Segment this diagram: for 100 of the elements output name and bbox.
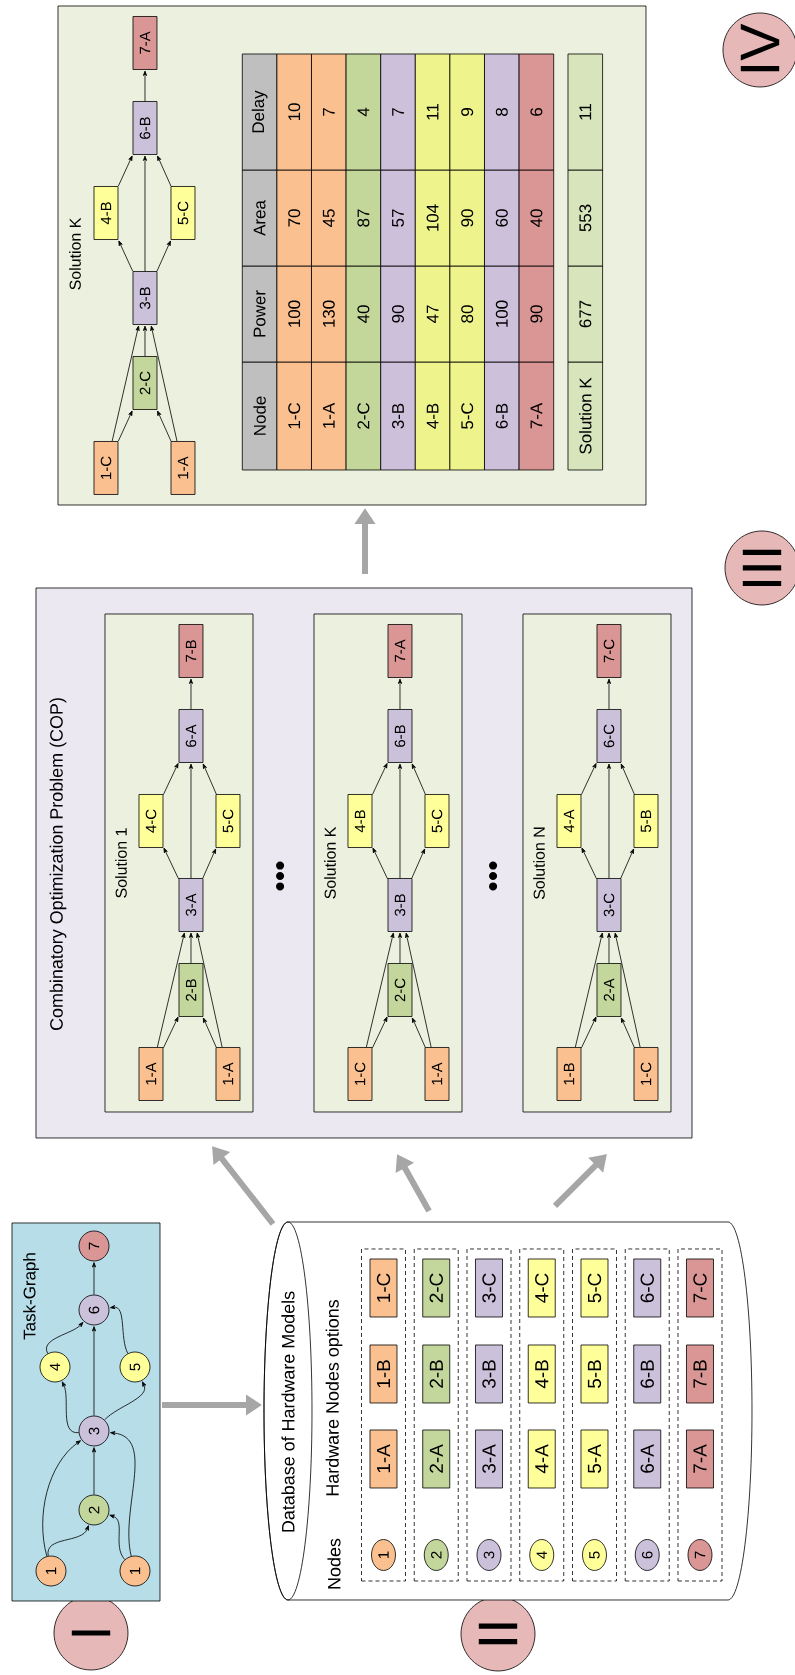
arrow xyxy=(150,325,178,442)
table-cell: 4-B xyxy=(414,361,451,471)
table-cell: 11 xyxy=(414,53,451,171)
table-cell: 11 xyxy=(567,53,603,171)
hardware-node-box: 4-A xyxy=(556,794,582,848)
dashed-group-box xyxy=(466,1248,512,1582)
table-cell: 7 xyxy=(311,53,347,171)
arrow xyxy=(156,932,186,1048)
hardware-node-box: 2-C xyxy=(132,356,158,410)
hardware-node-box: 4-B xyxy=(527,1344,556,1404)
arrow xyxy=(92,1326,96,1416)
hardware-node-box: 1-C xyxy=(369,1258,398,1318)
arrow xyxy=(189,678,193,710)
table-cell: 6 xyxy=(518,53,555,171)
table-cell: Solution K xyxy=(567,361,603,471)
arrow xyxy=(143,155,147,272)
dashed-group-box xyxy=(519,1248,565,1582)
hardware-node-box: 4-C xyxy=(527,1258,556,1318)
hardware-node-box: 7-C xyxy=(686,1258,714,1318)
hardware-node-box: 1-A xyxy=(369,1429,398,1489)
block-arrow xyxy=(552,1154,607,1209)
table-cell: 70 xyxy=(276,169,312,267)
table-cell: 553 xyxy=(567,169,603,267)
hardware-node-box: 5-C xyxy=(580,1258,609,1318)
table-cell: 40 xyxy=(518,169,555,267)
hardware-node-box: 1-C xyxy=(633,1047,659,1101)
arrow xyxy=(61,1381,80,1433)
arrow xyxy=(202,763,217,795)
arrow xyxy=(620,848,635,879)
table-cell: 3-B xyxy=(380,361,416,471)
arrow xyxy=(110,1431,136,1557)
table-cell: 1-C xyxy=(276,361,312,471)
hardware-node-box: 3-C xyxy=(475,1258,503,1318)
table-cell: 6-B xyxy=(484,361,520,471)
arrow xyxy=(118,240,134,272)
arrow xyxy=(614,932,641,1048)
ellipsis-dots: ••• xyxy=(489,861,498,891)
hardware-node-box: 3-A xyxy=(475,1429,503,1489)
hardware-node-box: 5-A xyxy=(580,1429,609,1489)
arrow xyxy=(156,240,171,272)
dashed-group-box xyxy=(677,1248,723,1582)
hardware-node-box: 5-B xyxy=(633,794,659,848)
hardware-node-box: 6-C xyxy=(633,1258,662,1318)
hardware-node-box: 1-A xyxy=(215,1047,241,1101)
arrow xyxy=(47,1525,89,1557)
arrow xyxy=(581,847,597,880)
arrow xyxy=(607,763,611,879)
arrow xyxy=(405,932,432,1048)
hardware-node-box: 6-A xyxy=(633,1429,662,1489)
hardware-node-box: 2-A xyxy=(596,963,622,1017)
arrow xyxy=(411,848,426,879)
hardware-node-box: 2-C xyxy=(387,963,413,1017)
arrow xyxy=(157,410,172,442)
hardware-node-box: 4-B xyxy=(93,186,119,240)
arrow xyxy=(574,932,604,1048)
arrow xyxy=(104,1381,147,1421)
arrow xyxy=(620,763,635,795)
arrow xyxy=(189,763,193,879)
table-cell: 130 xyxy=(311,265,347,363)
table-header-cell: Node xyxy=(241,361,278,471)
arrow xyxy=(163,847,179,880)
hardware-node-box: 5-C xyxy=(215,794,241,848)
hardware-node-box: 6-B xyxy=(387,709,413,763)
arrow xyxy=(411,763,426,795)
table-header-cell: Power xyxy=(241,265,278,363)
arrow xyxy=(157,155,172,187)
arrow xyxy=(581,1016,597,1049)
dashed-group-box xyxy=(572,1248,617,1582)
arrow xyxy=(92,1447,96,1495)
table-cell: 7-A xyxy=(518,361,555,471)
table-header-cell: Delay xyxy=(241,53,278,171)
table-cell: 87 xyxy=(345,169,382,267)
arrow xyxy=(117,155,133,187)
hardware-node-box: 7-B xyxy=(686,1344,714,1404)
table-cell: 5-C xyxy=(449,361,485,471)
hardware-node-box: 3-B xyxy=(387,878,413,932)
hardware-node-box: 5-C xyxy=(424,794,450,848)
hardware-node-box: 6-B xyxy=(132,101,158,155)
table-cell: 45 xyxy=(311,169,347,267)
arrow xyxy=(196,932,223,1048)
arrow xyxy=(372,847,388,880)
hardware-node-box: 2-C xyxy=(422,1258,451,1318)
table-cell: 10 xyxy=(276,53,312,171)
table-cell: 47 xyxy=(414,265,451,363)
arrow xyxy=(202,848,217,879)
hardware-node-box: 2-B xyxy=(422,1344,451,1404)
table-cell: 9 xyxy=(449,53,485,171)
arrow xyxy=(620,1017,635,1048)
dashed-group-box xyxy=(624,1248,670,1582)
table-cell: 1-A xyxy=(311,361,347,471)
arrow xyxy=(365,932,395,1048)
hardware-node-box: 7-C xyxy=(596,624,622,678)
ellipsis-dots: ••• xyxy=(276,861,285,891)
hardware-node-box: 1-B xyxy=(556,1047,582,1101)
hardware-node-box: 6-C xyxy=(596,709,622,763)
arrow xyxy=(111,325,140,442)
hardware-node-box: 1-C xyxy=(347,1047,373,1101)
hardware-node-box: 6-B xyxy=(633,1344,662,1404)
table-cell: 100 xyxy=(484,265,520,363)
arrow xyxy=(163,1016,179,1049)
